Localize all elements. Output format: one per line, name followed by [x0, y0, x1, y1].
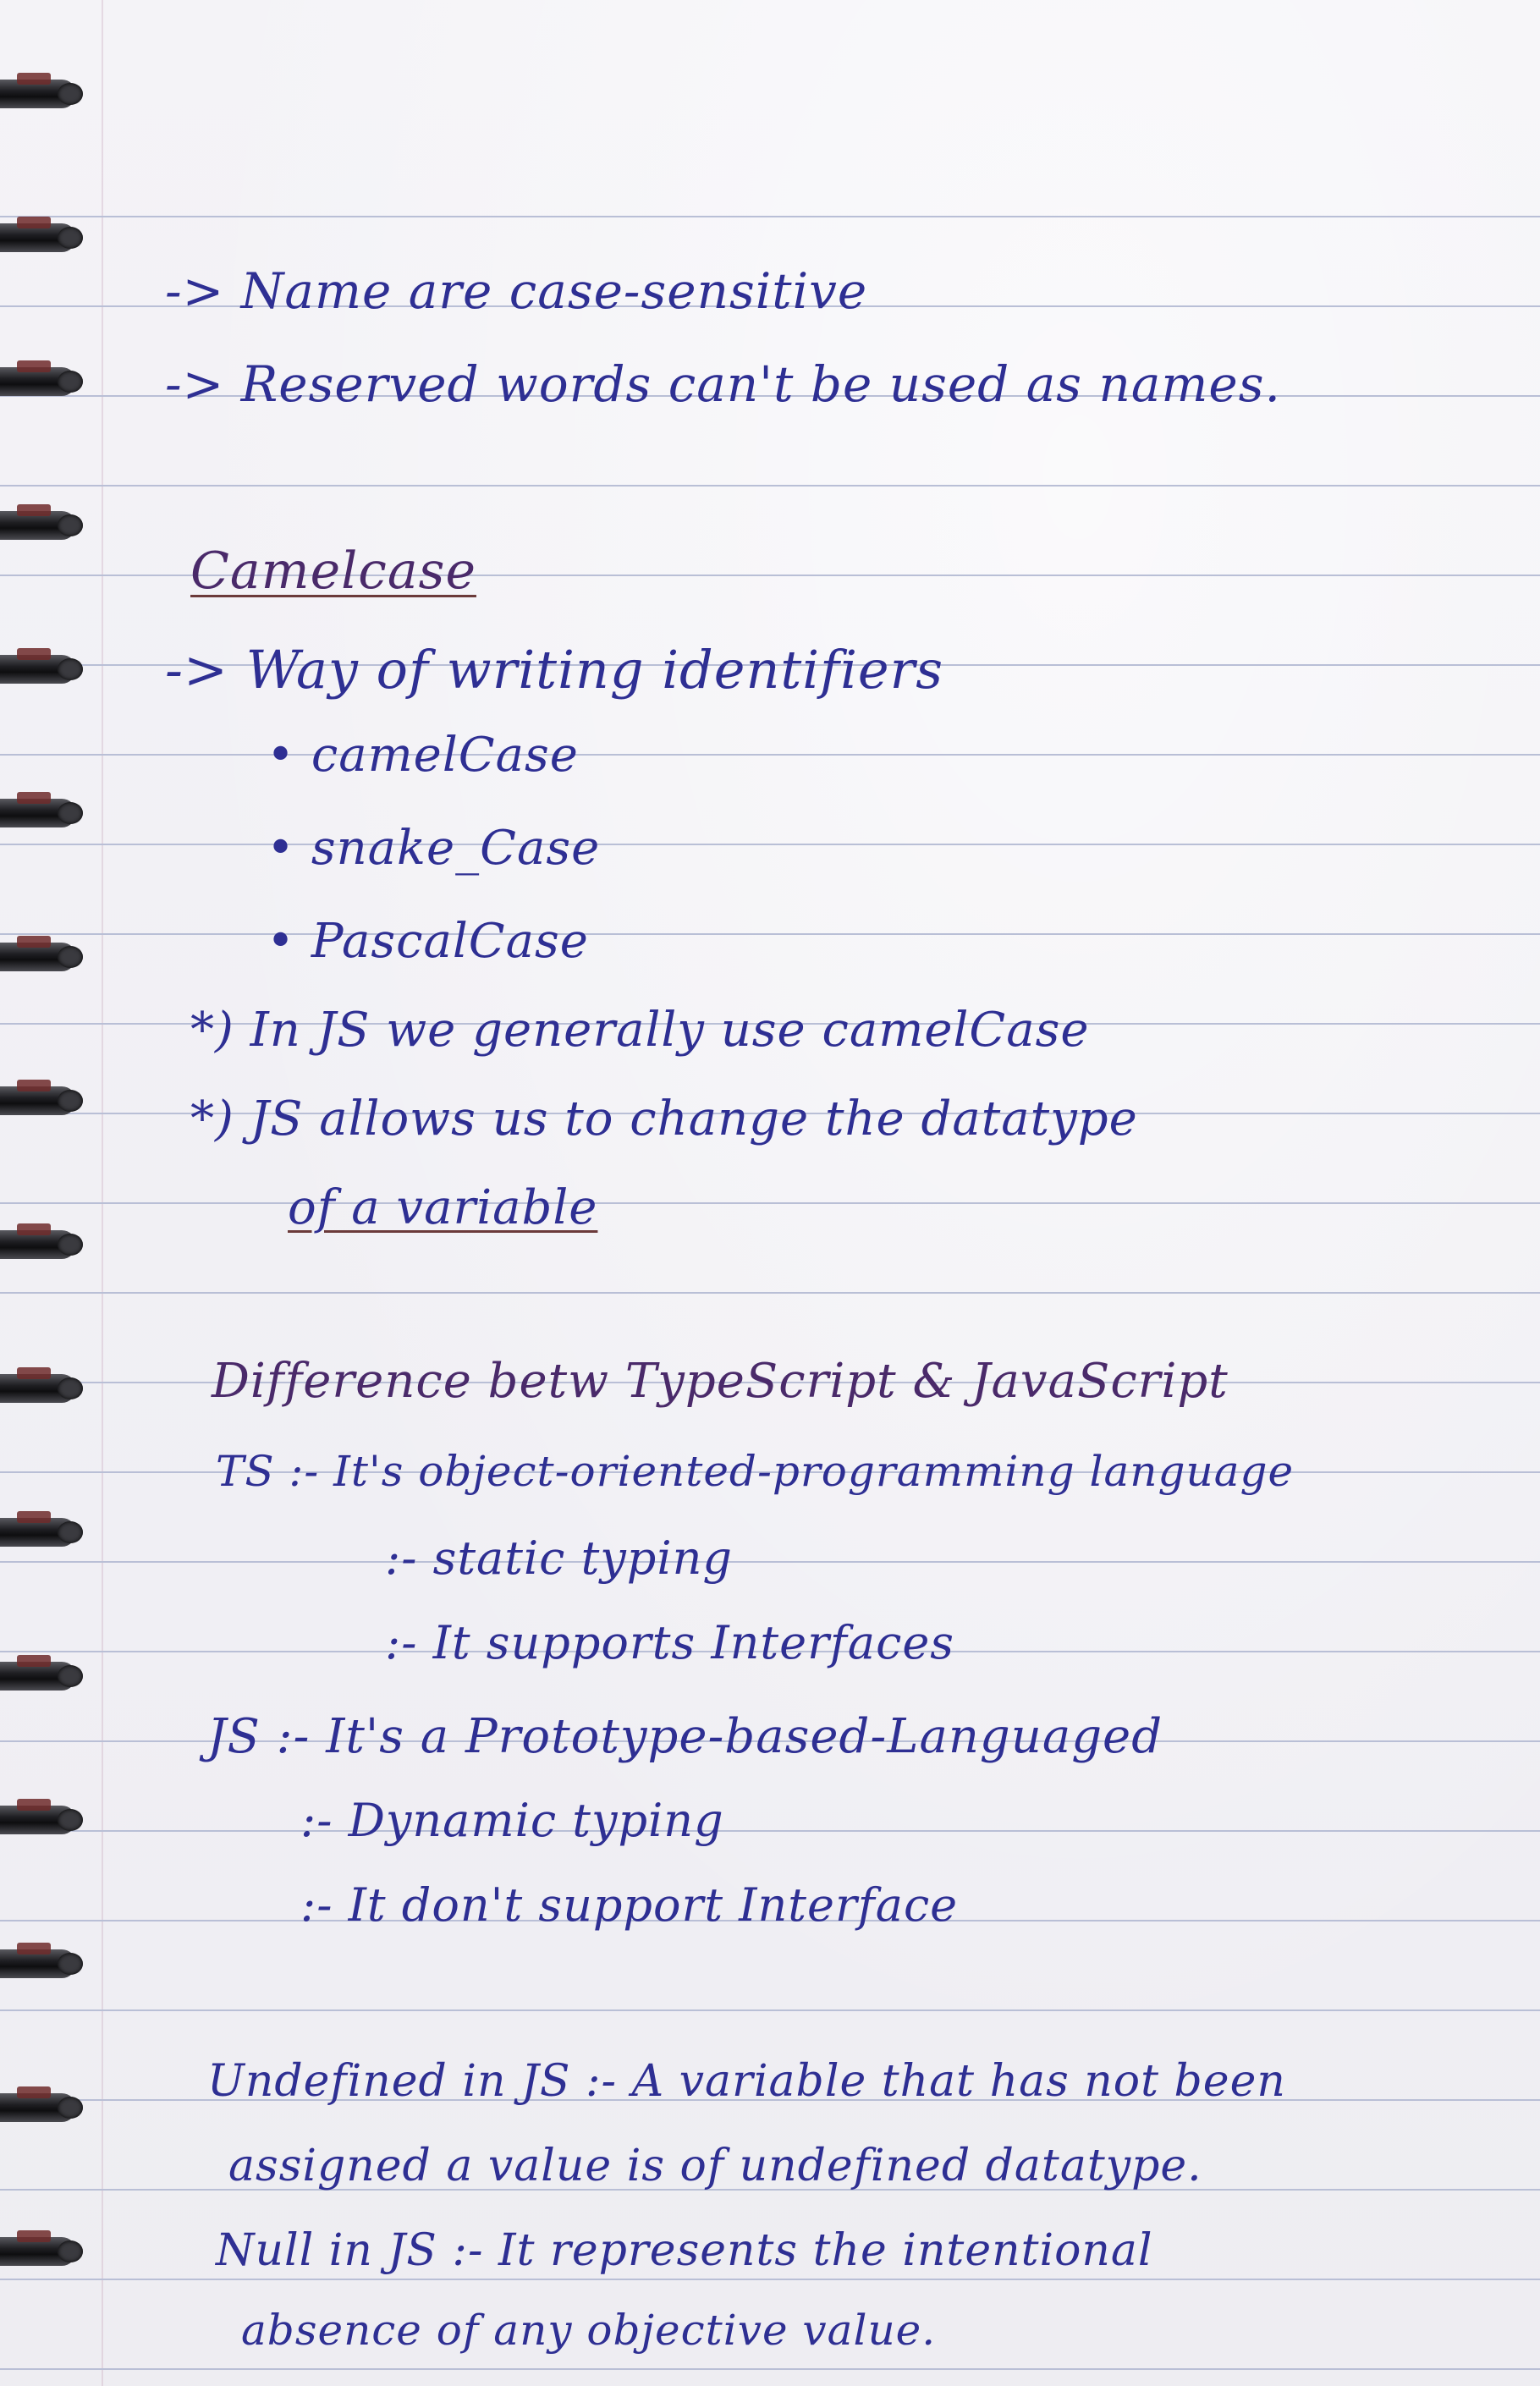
note-line-of-a-variable: of a variable [288, 1180, 598, 1235]
note-line-js-datatype: *) JS allows us to change the datatype [190, 1091, 1138, 1146]
margin-line [102, 0, 103, 2386]
ruled-line [0, 1023, 1540, 1025]
ruled-line [0, 1651, 1540, 1652]
spiral-coil [0, 1075, 93, 1125]
spiral-coil [0, 499, 93, 550]
spiral-coil [0, 787, 93, 838]
spiral-coil [0, 1794, 93, 1844]
ruled-line [0, 305, 1540, 307]
ruled-line [0, 1920, 1540, 1921]
ruled-line [0, 485, 1540, 487]
spiral-coil [0, 1650, 93, 1701]
spiral-coil [0, 2225, 93, 2276]
ts-point-static-typing: :- static typing [385, 1531, 733, 1585]
js-point-dynamic-typing: :- Dynamic typing [300, 1794, 724, 1847]
ruled-line [0, 2189, 1540, 2191]
ruled-line [0, 2368, 1540, 2370]
spiral-coil [0, 1362, 93, 1413]
note-line-null-cont: absence of any objective value. [241, 2306, 937, 2355]
note-line-js-camelcase: *) In JS we generally use camelCase [190, 1003, 1090, 1058]
note-line-undefined-cont: assigned a value is of undefined datatyp… [228, 2141, 1202, 2191]
heading-camelcase: Camelcase [190, 542, 476, 601]
bullet-pascalcase: • PascalCase [267, 914, 589, 969]
ruled-line [0, 2099, 1540, 2101]
ruled-line [0, 1292, 1540, 1294]
note-line-way-of-writing: -> Way of writing identifiers [165, 639, 944, 701]
ruled-line [0, 664, 1540, 666]
ruled-line [0, 575, 1540, 576]
spiral-coil [0, 643, 93, 694]
note-line-names-case-sensitive: -> Name are case-sensitive [165, 262, 868, 320]
ruled-line [0, 395, 1540, 397]
ruled-line [0, 1113, 1540, 1114]
bullet-camelcase: • camelCase [267, 728, 579, 783]
bullet-snake-case: • snake_Case [267, 821, 601, 876]
note-line-undefined: Undefined in JS :- A variable that has n… [207, 2056, 1286, 2107]
spiral-coil [0, 1218, 93, 1269]
js-point-no-interface: :- It don't support Interface [300, 1878, 959, 1932]
spiral-coil [0, 68, 93, 118]
spiral-binding [0, 0, 118, 2386]
ruled-line [0, 844, 1540, 845]
ts-point-interfaces: :- It supports Interfaces [385, 1616, 954, 1669]
ruled-line [0, 2279, 1540, 2280]
ruled-line [0, 216, 1540, 217]
ruled-line [0, 1202, 1540, 1204]
ruled-line [0, 1471, 1540, 1473]
ts-point-oop: TS :- It's object-oriented-programming l… [216, 1447, 1295, 1496]
js-point-prototype: JS :- It's a Prototype-based-Languaged [207, 1709, 1163, 1764]
ruled-line [0, 1561, 1540, 1563]
ruled-line [0, 933, 1540, 935]
ruled-line [0, 1830, 1540, 1832]
spiral-coil [0, 1506, 93, 1557]
ruled-line [0, 754, 1540, 756]
heading-ts-vs-js: Difference betw TypeScript & JavaScript [212, 1354, 1229, 1409]
spiral-coil [0, 1938, 93, 1988]
spiral-coil [0, 2081, 93, 2132]
ruled-line [0, 2009, 1540, 2011]
note-line-null: Null in JS :- It represents the intentio… [216, 2225, 1153, 2276]
spiral-coil [0, 931, 93, 981]
note-line-reserved-words: -> Reserved words can't be used as names… [165, 355, 1281, 413]
spiral-coil [0, 212, 93, 262]
ruled-line [0, 1740, 1540, 1742]
ruled-line [0, 1382, 1540, 1383]
spiral-coil [0, 355, 93, 406]
